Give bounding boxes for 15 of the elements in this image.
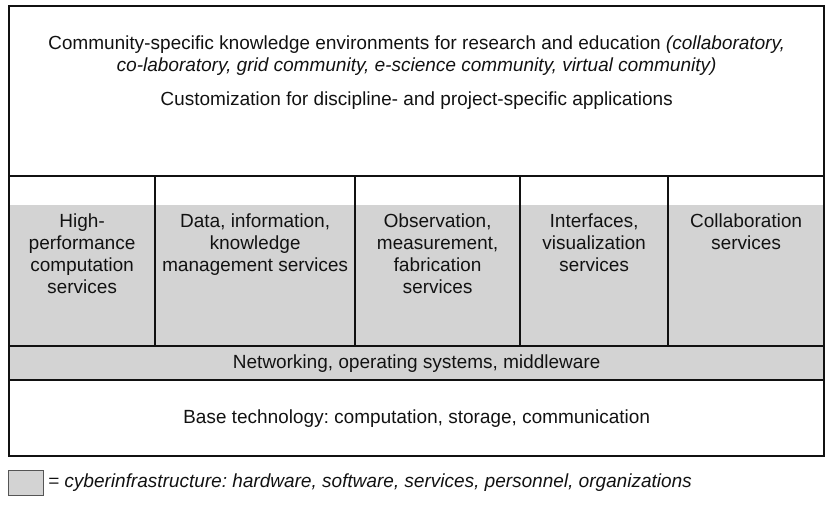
layer-label: High-performance computation services (28, 211, 136, 299)
base-technology-box (8, 379, 825, 457)
layer-label: Collaboration services (689, 211, 803, 255)
layer-label: Base technology: computation, storage, communication (182, 407, 651, 429)
layer-label: Data, information, knowledge management services (161, 211, 349, 277)
layer-label: Networking, operating systems, middleware (232, 352, 602, 374)
service-column (8, 175, 156, 347)
layer-label: Interfaces, visualization services (541, 211, 647, 277)
layer-description: Community-specific knowledge environments for research and education (collaboratory, co-laboratory, grid community, e-science community, virtual community) (47, 33, 786, 77)
application-layer-box (8, 5, 825, 177)
legend-text: = cyberinfrastructure: hardware, software, services, personnel, organizations (48, 471, 692, 493)
layer-label: Observation, measurement, fabrication services (376, 211, 500, 299)
service-column (667, 175, 825, 347)
layer-subtitle: Customization for discipline- and project-specific applications (159, 89, 674, 111)
middleware-bar (8, 345, 825, 381)
